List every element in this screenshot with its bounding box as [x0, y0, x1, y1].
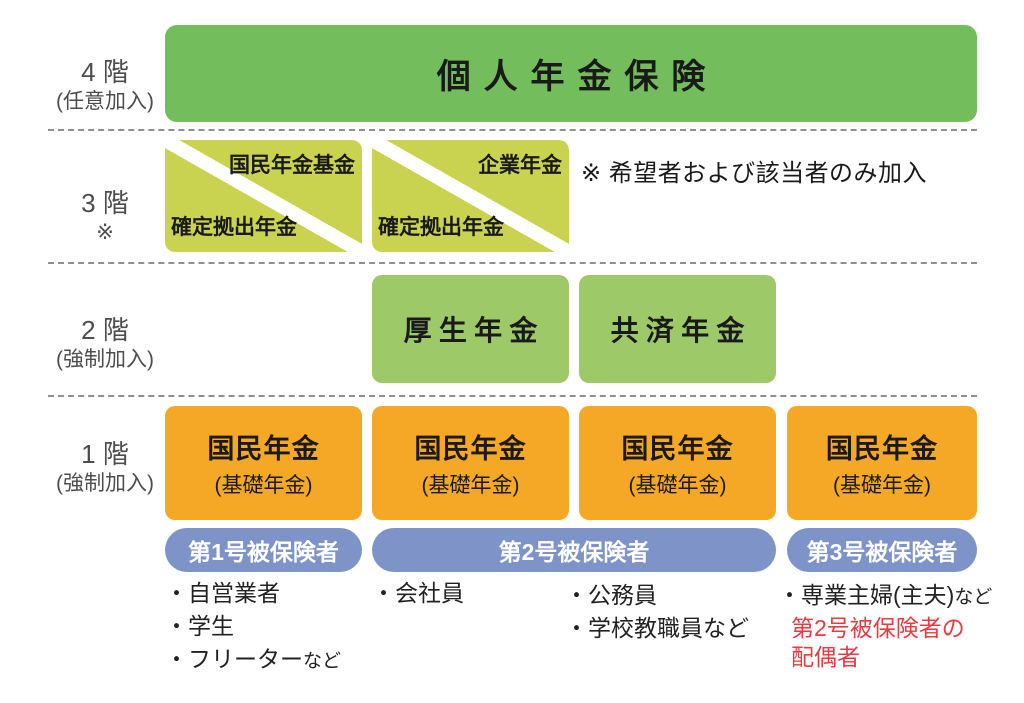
- list-item-text: ・フリーター: [165, 646, 303, 672]
- box-national-pension-2-title: 国民年金: [414, 434, 527, 464]
- divider-floor4-floor3: [48, 129, 977, 131]
- pill-insured-category-3: 第3号被保険者: [787, 528, 977, 572]
- floor3-label-main: 3 階: [81, 188, 129, 218]
- list-item-suffix: など: [303, 651, 342, 672]
- list-item: ・学生: [165, 613, 234, 639]
- box-corporate-pension-label: 企業年金: [478, 154, 562, 177]
- floor1-label-sub: (強制加入): [56, 472, 154, 495]
- floor3-label: 3 階 ※: [40, 187, 170, 247]
- box-national-pension-4-subtitle: (基礎年金): [833, 474, 931, 497]
- floor2-label: 2 階 (強制加入): [40, 314, 170, 374]
- box-national-pension-1-subtitle: (基礎年金): [214, 474, 313, 497]
- list-item: ・学校教職員など: [565, 615, 749, 641]
- pill-insured-category-2: 第2号被保険者: [372, 528, 776, 572]
- list-item: ・会社員: [372, 580, 464, 606]
- box-corporate-pension: 企業年金 確定拠出年金: [372, 140, 569, 252]
- box-national-pension-3-subtitle: (基礎年金): [628, 474, 727, 497]
- box-national-pension-2: 国民年金 (基礎年金): [372, 406, 569, 520]
- pill-insured-category-1: 第1号被保険者: [165, 528, 362, 572]
- divider-floor3-floor2: [48, 262, 977, 264]
- box-mutual-aid-pension-label: 共済年金: [610, 315, 752, 346]
- box-national-pension-3-title: 国民年金: [621, 434, 734, 464]
- floor2-label-main: 2 階: [81, 315, 129, 345]
- box-national-pension-4: 国民年金 (基礎年金): [787, 406, 977, 520]
- floor1-label-main: 1 階: [81, 439, 129, 469]
- box-national-pension-4-title: 国民年金: [825, 434, 939, 464]
- list-item-suffix: など: [954, 587, 993, 608]
- floor4-label-sub: (任意加入): [56, 90, 154, 113]
- list-item-text: ・専業主婦(主夫): [778, 582, 955, 608]
- box-national-pension-2-subtitle: (基礎年金): [421, 474, 520, 497]
- floor4-label-main: 4 階: [81, 57, 129, 87]
- box-personal-pension-insurance: 個人年金保険: [165, 25, 977, 122]
- box-national-pension-fund: 国民年金基金 確定拠出年金: [165, 140, 362, 252]
- box-national-pension-1: 国民年金 (基礎年金): [165, 406, 362, 520]
- list-item: ・公務員: [565, 582, 657, 608]
- member-list-category2-public: ・公務員 ・学校教職員など: [565, 579, 749, 645]
- box-employees-pension: 厚生年金: [372, 275, 569, 383]
- list-item-red-note: 第2号被保険者の: [791, 615, 965, 641]
- box-personal-pension-insurance-label: 個人年金保険: [436, 58, 719, 96]
- box-defined-contribution-2-label: 確定拠出年金: [378, 216, 504, 239]
- divider-floor2-floor1: [48, 395, 977, 397]
- floor3-note: ※ 希望者および該当者のみ加入: [581, 160, 927, 187]
- list-item: ・専業主婦(主夫)など: [778, 579, 992, 614]
- member-list-category2-company: ・会社員: [372, 577, 464, 610]
- floor4-label: 4 階 (任意加入): [40, 56, 170, 116]
- floor3-label-sub: ※: [96, 221, 114, 244]
- box-national-pension-3: 国民年金 (基礎年金): [579, 406, 776, 520]
- member-list-category1: ・自営業者 ・学生 ・フリーターなど: [165, 577, 341, 678]
- floor2-label-sub: (強制加入): [56, 348, 154, 371]
- box-defined-contribution-1-label: 確定拠出年金: [171, 216, 297, 239]
- box-employees-pension-label: 厚生年金: [403, 315, 545, 346]
- floor1-label: 1 階 (強制加入): [40, 438, 170, 498]
- member-list-category3: ・専業主婦(主夫)など 第2号被保険者の 配偶者: [778, 579, 992, 672]
- box-national-pension-fund-label: 国民年金基金: [229, 154, 355, 177]
- list-item: ・自営業者: [165, 580, 280, 606]
- list-item: ・フリーターなど: [165, 643, 341, 678]
- list-item-red-note: 配偶者: [791, 644, 860, 670]
- box-mutual-aid-pension: 共済年金: [579, 275, 776, 383]
- box-national-pension-1-title: 国民年金: [207, 434, 320, 464]
